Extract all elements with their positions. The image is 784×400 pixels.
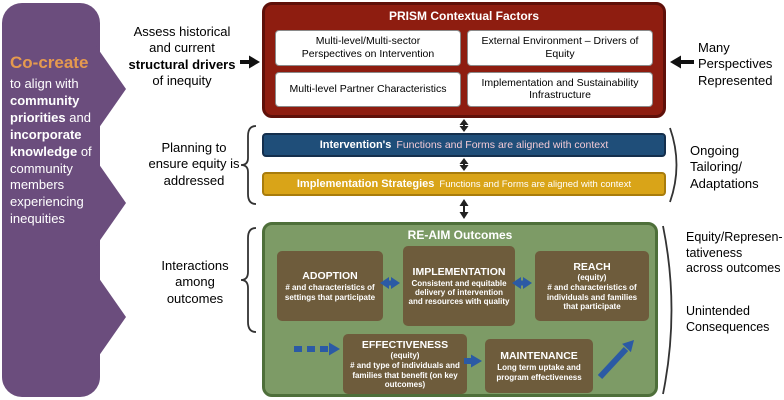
intervention-bar-rest: Functions and Forms are aligned with con…	[396, 139, 609, 151]
effectiveness-box: EFFECTIVENESS (equity) # and type of ind…	[343, 334, 467, 394]
implementation-reaim-double-arrow	[459, 199, 469, 219]
maintenance-box: MAINTENANCE Long term uptake and program…	[485, 339, 593, 393]
ongoing-annotation: Ongoing Tailoring/ Adaptations	[690, 143, 759, 191]
cocreate-shape-point	[96, 46, 126, 132]
intervention-alignment-bar: Intervention's Functions and Forms are a…	[262, 133, 666, 157]
prism-contextual-factors-box: PRISM Contextual Factors Multi-level/Mul…	[262, 2, 666, 118]
cocreate-bold: incorporate knowledge	[10, 126, 82, 159]
outcomes-right-brace	[662, 225, 673, 395]
assess-bold: structural drivers	[128, 56, 236, 72]
implementation-strategies-bar: Implementation Strategies Functions and …	[262, 172, 666, 196]
prism-cell-perspectives: Multi-level/Multi-sector Perspectives on…	[275, 30, 461, 66]
implementation-title: IMPLEMENTATION	[412, 265, 506, 278]
assess-pre: Assess historical and current	[133, 24, 231, 56]
prism-title: PRISM Contextual Factors	[388, 9, 540, 23]
cocreate-seg: and	[69, 109, 91, 125]
reach-body: # and characteristics of individuals and…	[546, 283, 638, 311]
many-perspectives-annotation: Many Perspectives Represented	[698, 40, 773, 88]
planning-brace	[240, 125, 257, 205]
adoption-title: ADOPTION	[302, 270, 358, 283]
prism-cell-partner-characteristics: Multi-level Partner Characteristics	[275, 71, 461, 107]
equity-representativeness-annotation: Equity/Represen-tativeness across outcom…	[686, 230, 783, 276]
ongoing-brace	[669, 127, 678, 203]
implementation-box: IMPLEMENTATION Consistent and equitable …	[403, 246, 515, 326]
interactions-annotation: Interactions among outcomes	[161, 258, 229, 306]
reach-box: REACH (equity) # and characteristics of …	[535, 251, 649, 321]
cocreate-title: Co-create	[10, 53, 89, 72]
prism-grid: Multi-level/Multi-sector Perspectives on…	[275, 30, 653, 107]
interactions-brace	[240, 227, 257, 333]
prism-intervention-double-arrow	[459, 119, 469, 132]
assess-arrow	[240, 55, 260, 69]
assess-post: of inequity	[152, 72, 212, 88]
effectiveness-title: EFFECTIVENESS	[361, 339, 449, 352]
cocreate-text: Co-create to align with community priori…	[10, 52, 94, 228]
assess-annotation: Assess historical and current structural…	[126, 24, 238, 89]
reach-title: REACH	[573, 261, 611, 274]
reaim-outcomes-box: RE-AIM Outcomes ADOPTION # and character…	[262, 222, 658, 397]
many-perspectives-arrow	[670, 55, 694, 69]
reach-equity-label: (equity)	[577, 273, 607, 283]
unintended-consequences-annotation: Unintended Consequences	[686, 304, 770, 334]
adoption-body: # and characteristics of settings that p…	[284, 283, 376, 302]
cocreate-bold: community priorities	[10, 92, 80, 125]
implementation-bar-lead: Implementation Strategies	[296, 178, 435, 190]
effectiveness-equity-label: (equity)	[390, 351, 420, 361]
intervention-bar-lead: Intervention's	[319, 139, 392, 151]
reaim-title: RE-AIM Outcomes	[407, 228, 513, 242]
cocreate-shape-point	[96, 160, 126, 246]
cocreate-seg: of community members experiencing inequi…	[10, 143, 92, 227]
implementation-body: Consistent and equitable delivery of int…	[408, 278, 510, 307]
cocreate-shape	[2, 3, 100, 397]
prism-cell-infrastructure: Implementation and Sustainability Infras…	[467, 71, 653, 107]
effectiveness-body: # and type of individuals and families t…	[350, 361, 460, 389]
prism-cell-external-environment: External Environment – Drivers of Equity	[467, 30, 653, 66]
planning-annotation: Planning to ensure equity is addressed	[148, 140, 240, 188]
cocreate-seg: to align with	[10, 76, 79, 92]
adoption-box: ADOPTION # and characteristics of settin…	[277, 251, 383, 321]
maintenance-title: MAINTENANCE	[500, 350, 578, 363]
intervention-implementation-double-arrow	[459, 158, 469, 171]
implementation-bar-rest: Functions and Forms are aligned with con…	[439, 178, 632, 190]
cocreate-shape-point	[96, 274, 126, 360]
maintenance-body: Long term uptake and program effectivene…	[496, 363, 582, 382]
